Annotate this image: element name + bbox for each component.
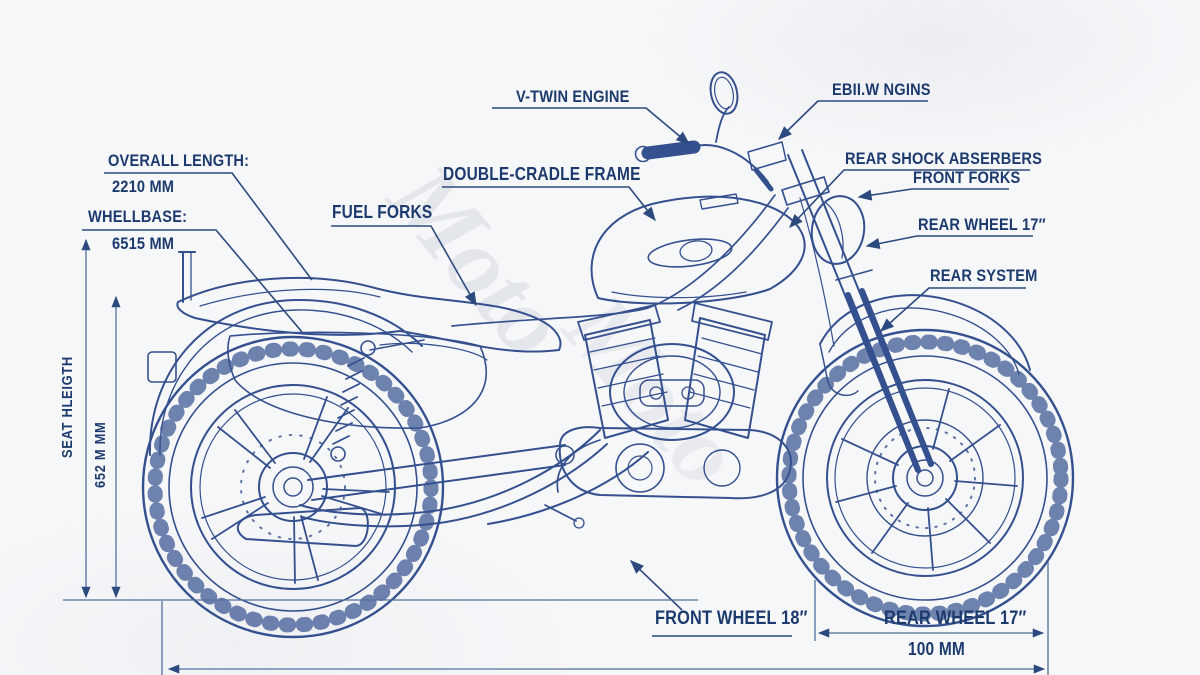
dim-wheelbase-value: 6515 MM [112, 234, 175, 253]
callout-double-cradle-frame: DOUBLE-CRADLE FRAME [443, 164, 641, 184]
dim-overall-length-value: 2210 MM [112, 177, 175, 196]
callout-v-twin-engine: V-TWIN ENGINE [516, 87, 630, 106]
seat [176, 276, 562, 429]
callout-engine-top-right: EBII.W NGINS [832, 80, 931, 99]
dim-front-wheel-label: FRONT WHEEL 18″ [655, 608, 808, 629]
engine [558, 302, 792, 500]
rear-wheel [141, 335, 445, 639]
frame [451, 194, 789, 529]
front-fender [819, 294, 1031, 397]
mirror [709, 71, 739, 143]
rear-shock-and-swingarm [307, 339, 575, 501]
front-wheel [775, 328, 1075, 628]
leader-lines [82, 100, 1033, 637]
dim-rear-wheel-width: 100 MM [908, 639, 965, 659]
handlebar [634, 140, 835, 347]
dimension-lines [63, 238, 1049, 675]
callout-fuel-forks: FUEL FORKS [332, 202, 433, 222]
dim-wheelbase-label: WHELLBASE: [88, 207, 188, 226]
dim-seat-height-label: SEAT HLEIGTH [59, 356, 76, 458]
headlight [747, 141, 866, 265]
dim-seat-height-value: 652 M MM [92, 421, 109, 488]
callout-rear-shock-absorbers: REAR SHOCK ABSERBERS [845, 149, 1043, 168]
dim-overall-length-label: OVERALL LENGTH: [108, 151, 250, 170]
callout-rear-wheel-right: REAR WHEEL 17″ [918, 215, 1046, 234]
rear-fender [147, 251, 423, 456]
dim-rear-wheel-label: REAR WHEEL 17″ [884, 608, 1027, 629]
exhaust-pipes [236, 429, 649, 547]
callout-front-forks: FRONT FORKS [913, 168, 1021, 187]
callout-rear-system: REAR SYSTEM [930, 266, 1038, 285]
